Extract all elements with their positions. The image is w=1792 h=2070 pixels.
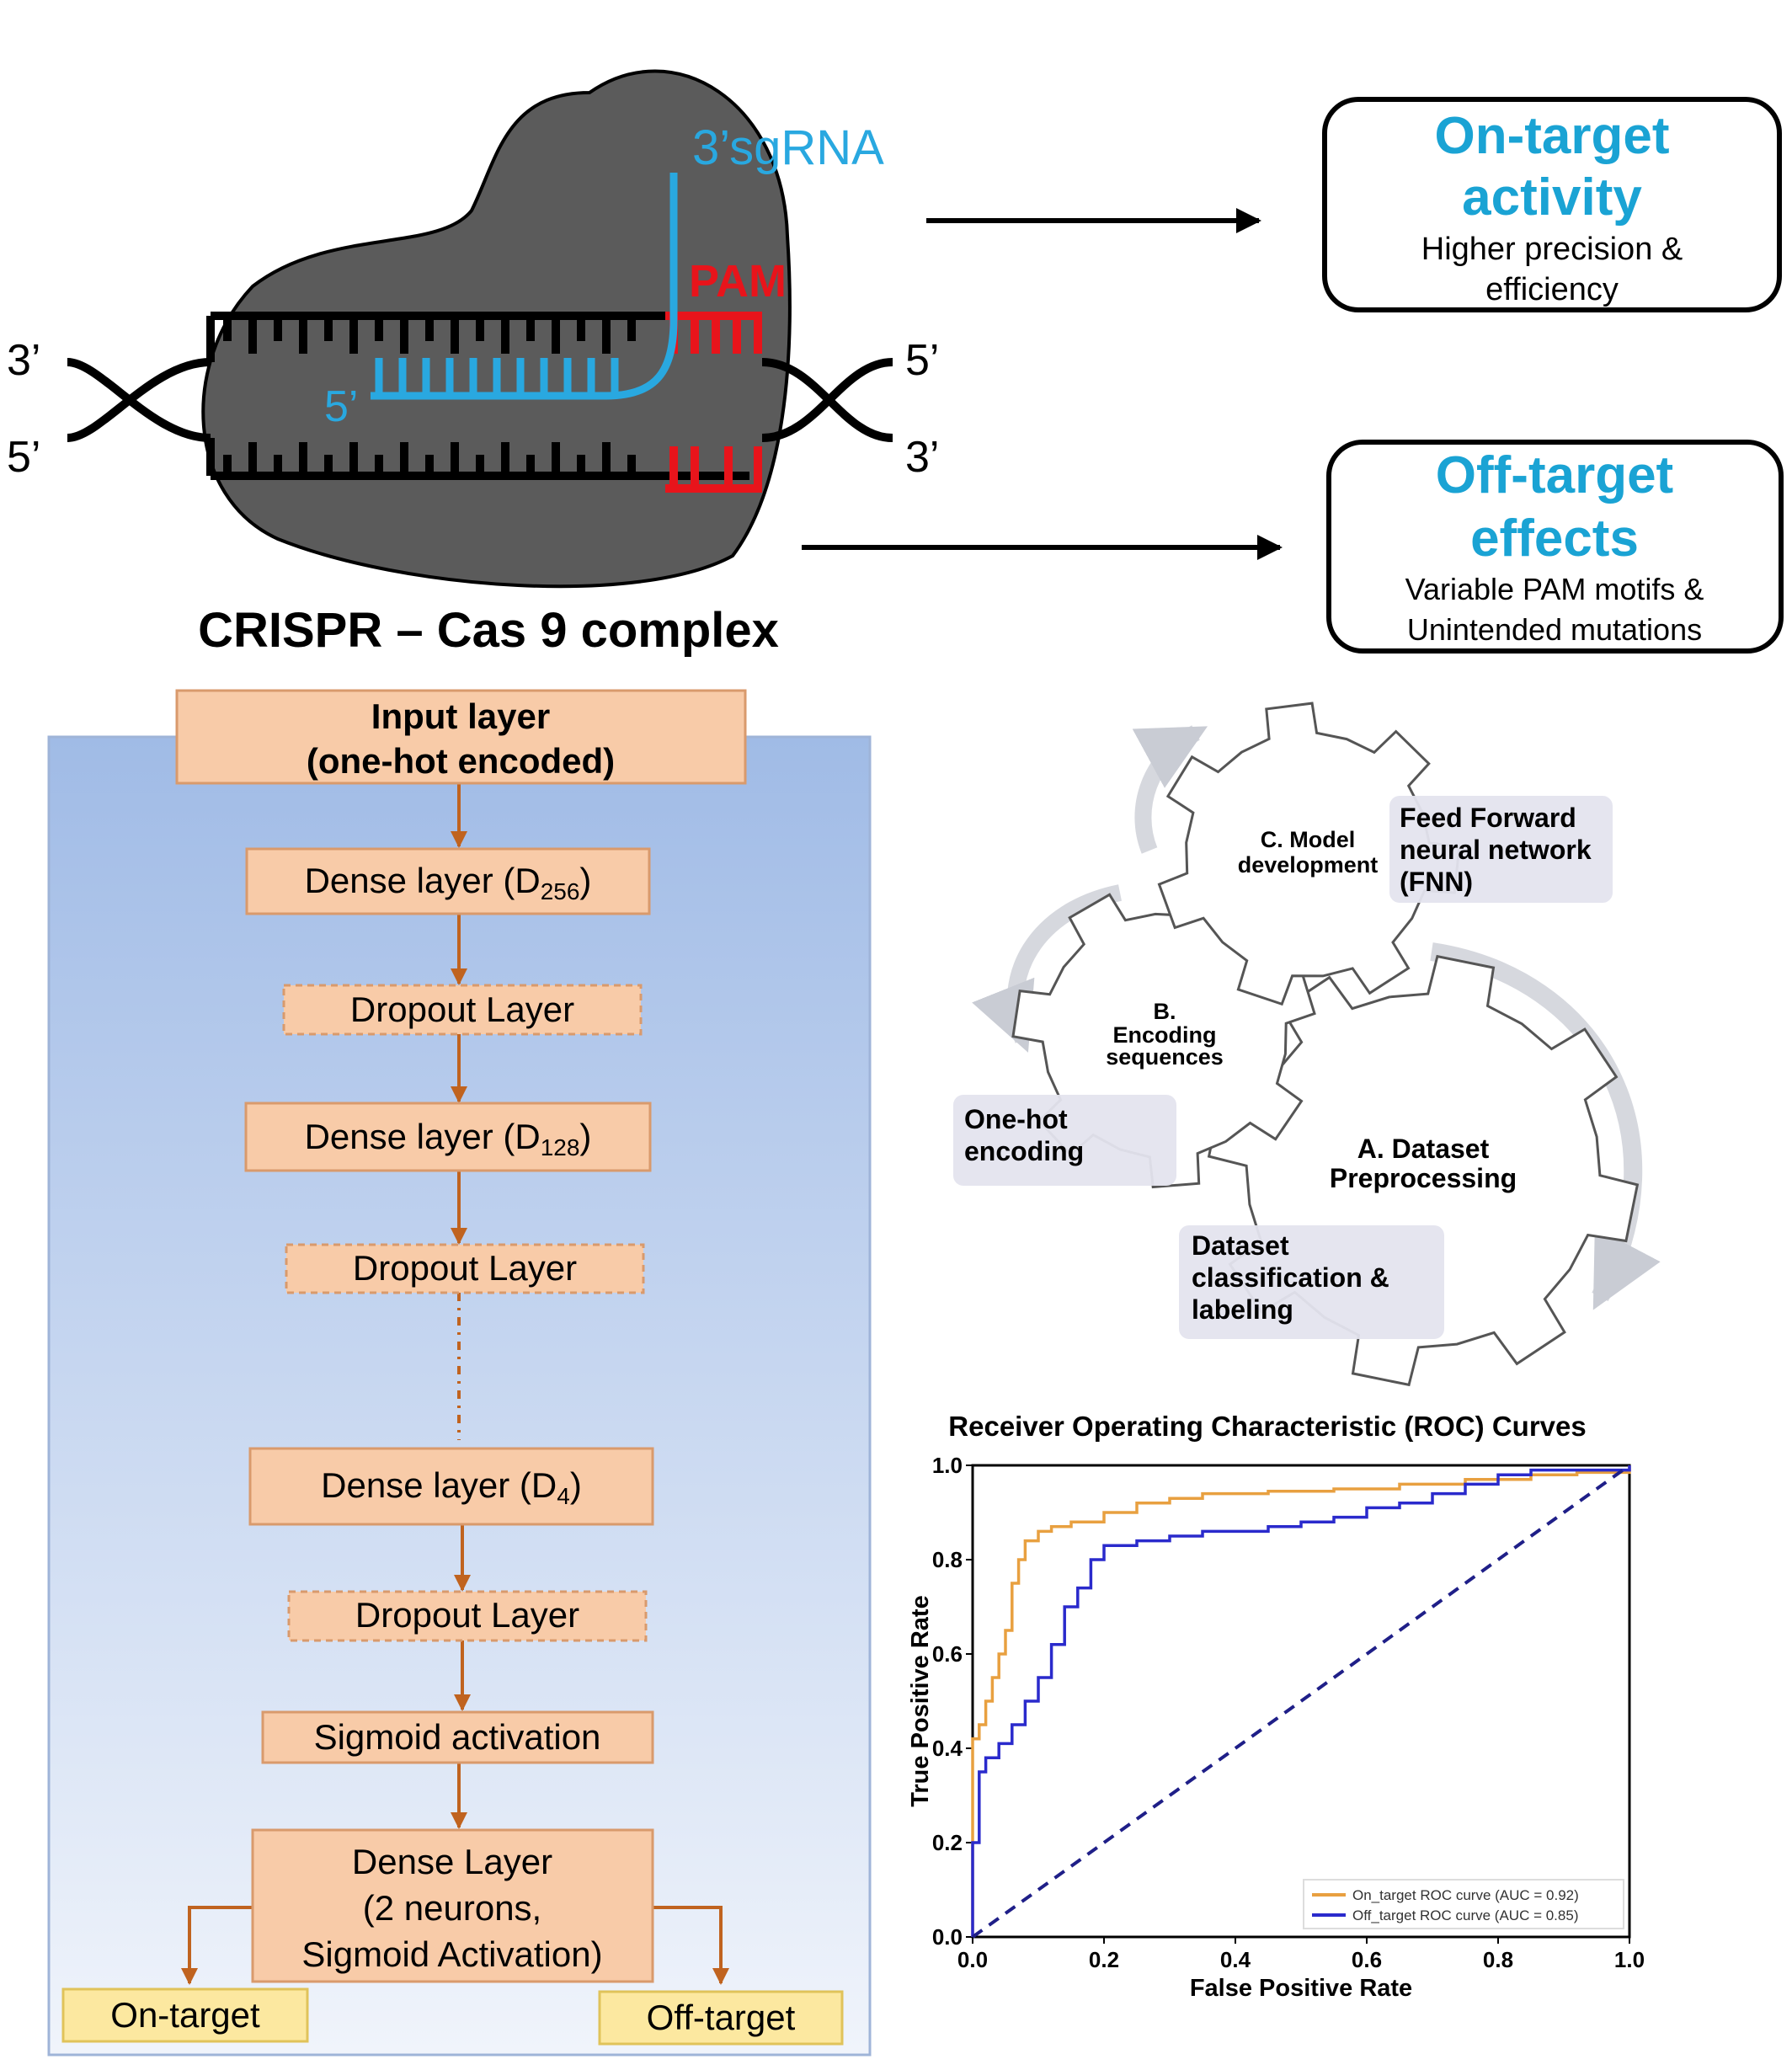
- x-tick-label: 0.8: [1483, 1947, 1513, 1972]
- output-layer-box: [251, 1828, 654, 1983]
- chart-title: Receiver Operating Characteristic (ROC) …: [948, 1411, 1586, 1442]
- dropout-layer-2-label: Dropout Layer: [353, 1248, 577, 1288]
- gear-c-icon: [1157, 702, 1461, 1006]
- gear-a-line-1: A. Dataset: [1357, 1134, 1490, 1164]
- tag-fnn-line-3: (FNN): [1400, 867, 1473, 897]
- tag-one-hot-line-2: encoding: [964, 1136, 1084, 1166]
- roc-chart: Receiver Operating Characteristic (ROC) …: [907, 1411, 1645, 2002]
- y-tick-label: 1.0: [932, 1453, 963, 1478]
- dropout-layer-3-label: Dropout Layer: [355, 1595, 579, 1635]
- tag-dataset-line-1: Dataset: [1192, 1230, 1289, 1261]
- x-tick-label: 0.6: [1352, 1947, 1382, 1972]
- gear-c-line-2: development: [1238, 852, 1379, 878]
- gear-b-line-2: Encoding: [1113, 1022, 1217, 1048]
- tag-fnn: [1389, 796, 1613, 903]
- tag-fnn-line-1: Feed Forward: [1400, 803, 1576, 833]
- sgrna-3-label: 3’sgRNA: [692, 120, 884, 175]
- x-axis-label: False Positive Rate: [1190, 1975, 1412, 2002]
- y-tick-label: 0.4: [932, 1736, 963, 1761]
- legend-box: [1303, 1879, 1624, 1929]
- tag-one-hot-encoding: [953, 1095, 1176, 1186]
- off-target-box: Off-target effects Variable PAM motifs &…: [1326, 440, 1784, 654]
- workflow-cycle: A. Dataset Preprocessing B. Encoding seq…: [953, 702, 1661, 1387]
- legend-label-on-target: On_target ROC curve (AUC = 0.92): [1352, 1887, 1579, 1903]
- tag-fnn-line-2: neural network: [1400, 835, 1592, 865]
- output-layer-line-1: Dense Layer: [352, 1842, 552, 1881]
- output-layer-line-2: (2 neurons,: [363, 1888, 541, 1928]
- sgrna-bases: [375, 358, 619, 396]
- input-layer-line-2: (one-hot encoded): [307, 741, 615, 781]
- dna-bases: [223, 316, 636, 476]
- tag-dataset-line-2: classification &: [1192, 1262, 1389, 1293]
- axis-ticks: 0.0 0.2 0.4 0.6 0.8 1.0 0.0 0.2 0.4 0.6 0.8 1.0: [932, 1453, 1645, 1972]
- pam-label: PAM: [689, 256, 787, 307]
- dense-layer-256-label: Dense layer (D256): [305, 861, 592, 904]
- dense-layer-128-box: [244, 1102, 652, 1172]
- on-target-title-2: activity: [1462, 168, 1642, 227]
- network-flowchart: Input layer (one-hot encoded) Dense laye…: [47, 689, 872, 2057]
- gear-c-line-1: C. Model: [1261, 827, 1356, 852]
- roc-series-line-1: [971, 1465, 1631, 1937]
- gear-b-line-3: sequences: [1106, 1044, 1224, 1070]
- outcome-arrows: [802, 208, 1283, 560]
- sigmoid-activation-label: Sigmoid activation: [314, 1717, 601, 1757]
- roc-series: [971, 1464, 1631, 1939]
- sgrna-5-label: 5’: [324, 382, 358, 431]
- chance-diagonal-line: [971, 1464, 1631, 1939]
- strand-label-left-top: 3’: [7, 336, 40, 385]
- sigmoid-activation-box: [261, 1710, 654, 1764]
- y-tick-label: 0.8: [932, 1547, 963, 1572]
- strand-label-right-top: 5’: [905, 336, 939, 385]
- on-target-title-1: On-target: [1435, 107, 1670, 165]
- legend-label-off-target: Off_target ROC curve (AUC = 0.85): [1352, 1907, 1578, 1923]
- chart-legend: On_target ROC curve (AUC = 0.92) Off_tar…: [1303, 1879, 1624, 1929]
- off-target-output-box: [598, 1990, 844, 2046]
- on-target-box: On-target activity Higher precision & ef…: [1322, 97, 1782, 312]
- dense-layer-4-box: [248, 1447, 654, 1526]
- dense-layer-256-box: [245, 847, 651, 915]
- y-axis-label: True Positive Rate: [907, 1595, 934, 1806]
- x-tick-label: 0.2: [1089, 1947, 1119, 1972]
- x-tick-label: 0.0: [957, 1947, 988, 1972]
- dna-helix-right: [761, 358, 893, 442]
- strand-label-right-bottom: 3’: [905, 433, 939, 482]
- on-target-output-label: On-target: [110, 1995, 260, 2035]
- output-layer-line-3: Sigmoid Activation): [301, 1934, 602, 1974]
- cycle-arrow-top: [1132, 725, 1208, 854]
- tag-dataset-line-3: labeling: [1192, 1294, 1293, 1325]
- strand-label-left-bottom: 5’: [7, 433, 40, 482]
- tag-dataset-labeling: [1179, 1225, 1444, 1339]
- off-target-title-1: Off-target: [1436, 446, 1673, 504]
- y-tick-label: 0.2: [932, 1830, 963, 1855]
- off-target-desc-2: Unintended mutations: [1407, 612, 1702, 647]
- dense-layer-128-label: Dense layer (D128): [305, 1117, 592, 1160]
- input-layer-box: [175, 689, 747, 785]
- y-tick-label: 0.6: [932, 1641, 963, 1667]
- off-target-desc-1: Variable PAM motifs &: [1405, 572, 1704, 606]
- roc-series-line-0: [971, 1465, 1631, 1937]
- crispr-complex-diagram: 3’ 5’ 5’ 3’ 3’sgRNA 5’ PAM CRISPR – Cas …: [7, 69, 939, 658]
- gear-a-line-2: Preprocessing: [1330, 1163, 1517, 1193]
- on-target-output-box: [61, 1987, 309, 2043]
- dense-layer-4-label: Dense layer (D4): [321, 1465, 582, 1509]
- pam-site: [665, 312, 762, 493]
- x-tick-label: 0.4: [1220, 1947, 1251, 1972]
- tag-one-hot-line-1: One-hot: [964, 1104, 1068, 1134]
- on-target-desc-2: efficiency: [1485, 272, 1619, 307]
- dropout-layer-1-box: [282, 984, 643, 1036]
- dropout-layer-1-label: Dropout Layer: [350, 990, 574, 1029]
- on-target-desc-1: Higher precision &: [1421, 232, 1683, 267]
- input-layer-line-1: Input layer: [371, 696, 550, 736]
- off-target-output-label: Off-target: [647, 1998, 796, 2037]
- gear-b-line-1: B.: [1154, 999, 1176, 1024]
- dropout-layer-3-box: [287, 1590, 648, 1642]
- dropout-layer-2-box: [285, 1243, 645, 1294]
- dna-helix-left: [67, 316, 215, 476]
- y-tick-label: 0.0: [932, 1924, 963, 1950]
- x-tick-label: 1.0: [1614, 1947, 1645, 1972]
- off-target-title-2: effects: [1470, 509, 1639, 568]
- crispr-caption: CRISPR – Cas 9 complex: [198, 603, 779, 658]
